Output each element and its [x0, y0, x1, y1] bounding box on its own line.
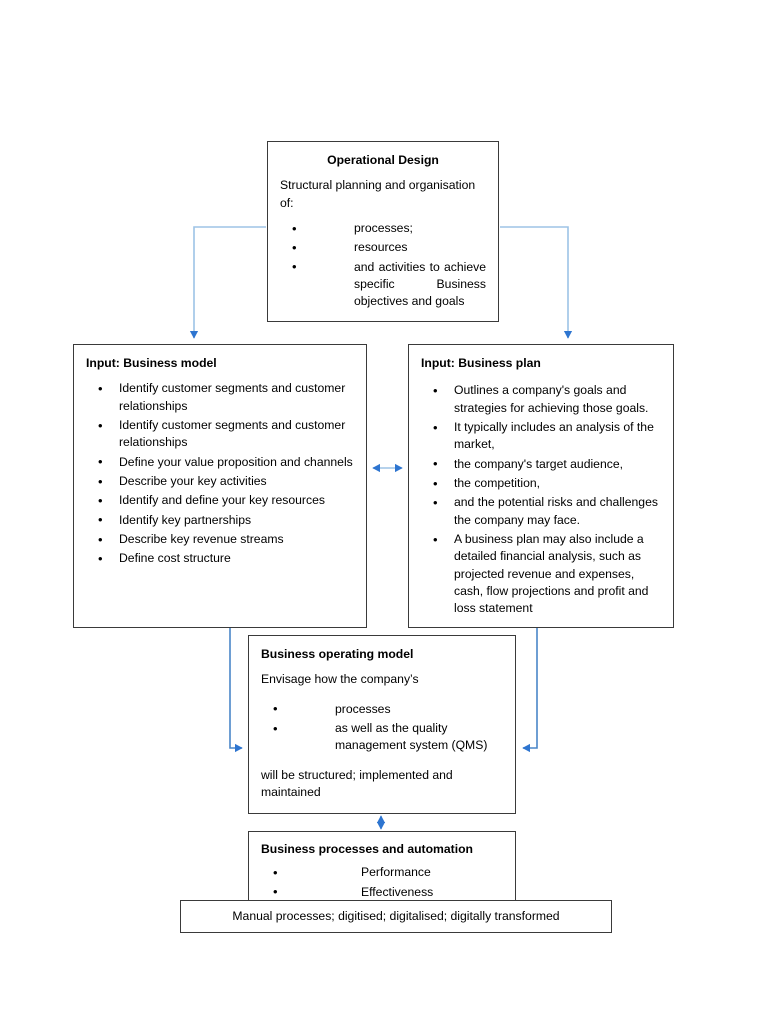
box-business-operating-model: Business operating model Envisage how th…	[248, 635, 516, 814]
business-operating-model-intro: Envisage how the company’s	[261, 672, 419, 687]
list-item: Identify and define your key resources	[86, 492, 354, 511]
box-operational-design: Operational Design Structural planning a…	[267, 141, 499, 322]
operational-design-intro: Structural planning and organisation of:	[280, 178, 476, 210]
list-item: Outlines a company's goals and strategie…	[421, 382, 661, 417]
list-item: Effectiveness	[261, 883, 503, 902]
list-item: resources	[280, 239, 486, 258]
list-item: and activities to achieve specific Busin…	[280, 258, 486, 311]
list-item: Performance	[261, 864, 503, 883]
business-operating-model-title: Business operating model	[261, 647, 414, 661]
input-business-plan-bullet-list: Outlines a company's goals and strategie…	[421, 382, 661, 617]
list-item: the competition,	[421, 475, 661, 494]
business-processes-bullet-list: Performance Effectiveness	[261, 864, 503, 902]
list-item: Identify customer segments and customer …	[86, 380, 354, 415]
list-item: processes	[261, 700, 503, 719]
input-business-plan-title: Input: Business plan	[421, 356, 541, 370]
list-item: Identify customer segments and customer …	[86, 417, 354, 452]
operational-design-title: Operational Design	[327, 153, 439, 167]
connector-business-plan-to-operating-model	[522, 620, 538, 753]
business-processes-title: Business processes and automation	[261, 842, 473, 856]
list-item: Define cost structure	[86, 550, 354, 569]
connector-operational-design-to-business-plan	[500, 226, 573, 339]
list-item: Define your value proposition and channe…	[86, 453, 354, 472]
operational-design-bullet-list: processes; resources and activities to a…	[280, 220, 486, 311]
list-item: and the potential risks and challenges t…	[421, 494, 661, 529]
list-item: A business plan may also include a detai…	[421, 531, 661, 618]
list-item: Describe key revenue streams	[86, 531, 354, 550]
list-item: Describe your key activities	[86, 473, 354, 492]
list-item: as well as the quality management system…	[261, 720, 503, 755]
list-item: It typically includes an analysis of the…	[421, 419, 661, 454]
input-business-model-bullet-list: Identify customer segments and customer …	[86, 380, 354, 569]
box-input-business-model: Input: Business model Identify customer …	[73, 344, 367, 628]
business-operating-model-bullet-list: processes as well as the quality managem…	[261, 700, 503, 755]
connector-business-model-to-operating-model	[229, 620, 243, 753]
box-input-business-plan: Input: Business plan Outlines a company'…	[408, 344, 674, 628]
list-item: Identify key partnerships	[86, 511, 354, 530]
connector-operational-design-to-business-model	[189, 226, 266, 339]
input-business-model-title: Input: Business model	[86, 356, 217, 370]
list-item: processes;	[280, 220, 486, 239]
box-manual-processes-bar: Manual processes; digitised; digitalised…	[180, 900, 612, 933]
manual-processes-label: Manual processes; digitised; digitalised…	[232, 908, 560, 923]
business-operating-model-outro: will be structured; implemented and main…	[261, 767, 453, 800]
list-item: the company's target audience,	[421, 455, 661, 474]
